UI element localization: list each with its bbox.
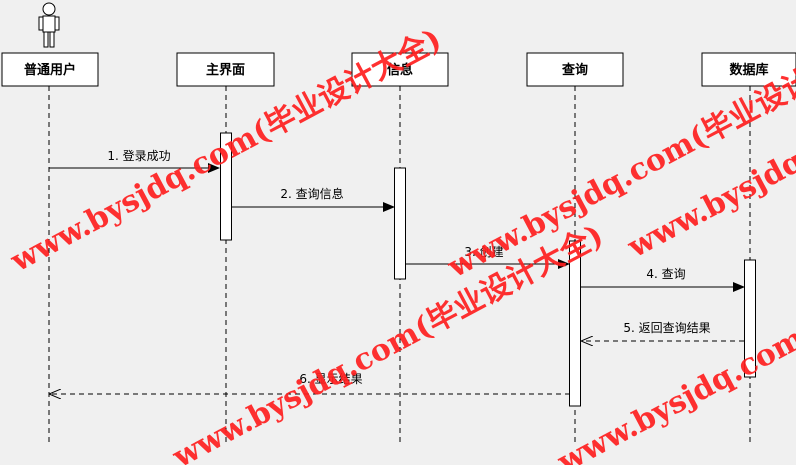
watermark-text: www.bysjdq.com(毕业设计大全) bbox=[166, 218, 609, 465]
participant-box-info bbox=[351, 52, 449, 87]
activation-bar-info bbox=[394, 167, 406, 280]
participant-label-main: 主界面 bbox=[206, 62, 245, 78]
message-label-5: 5. 返回查询结果 bbox=[623, 321, 710, 335]
message-label-1: 1. 登录成功 bbox=[107, 148, 170, 163]
activation-bar-main bbox=[220, 132, 232, 241]
message-label-4: 4. 查询 bbox=[646, 267, 685, 281]
participant-label-user: 普通用户 bbox=[24, 62, 76, 78]
participant-label-query: 查询 bbox=[561, 62, 588, 78]
participant-label-info: 信息 bbox=[387, 62, 413, 78]
message-label-3: 3. 创建 bbox=[464, 245, 503, 259]
participant-box-db bbox=[701, 52, 796, 87]
participant-box-user bbox=[1, 52, 99, 87]
participant-label-db: 数据库 bbox=[729, 62, 768, 78]
actor-icon bbox=[38, 2, 60, 48]
participant-box-main bbox=[176, 52, 275, 87]
activation-bar-query bbox=[569, 240, 581, 407]
activation-bar-db bbox=[744, 259, 756, 378]
message-label-6: 6. 显示结果 bbox=[299, 372, 362, 386]
message-label-2: 2. 查询信息 bbox=[280, 186, 343, 201]
participant-box-query bbox=[526, 52, 624, 87]
